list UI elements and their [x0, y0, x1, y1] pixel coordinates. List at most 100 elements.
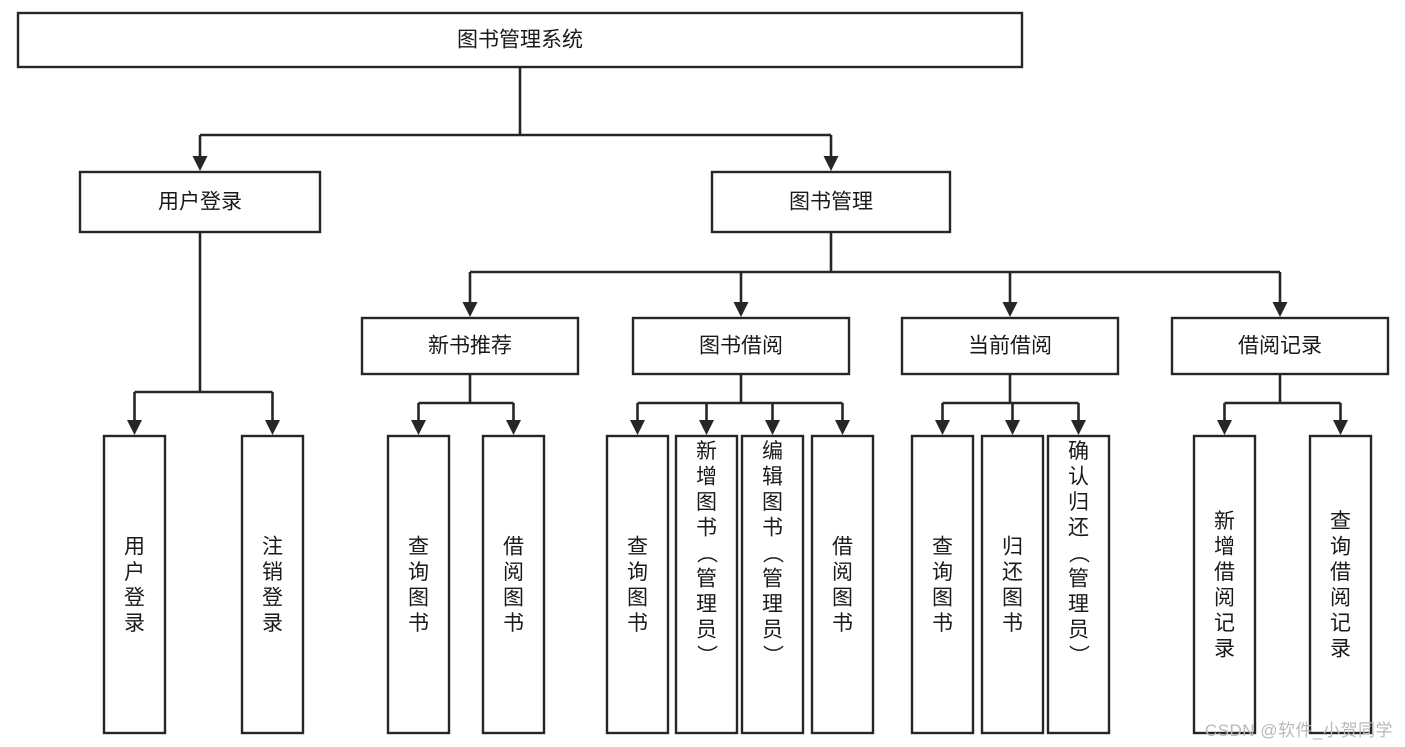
svg-text:）: ） [695, 645, 718, 666]
svg-text:查: 查 [1330, 510, 1351, 533]
node-leaf-user-login[interactable]: 用户登录 [102, 434, 167, 735]
svg-text:登: 登 [124, 586, 145, 609]
svg-text:）: ） [761, 645, 784, 666]
svg-text:用: 用 [124, 535, 145, 558]
svg-text:阅: 阅 [503, 561, 524, 584]
svg-text:询: 询 [408, 561, 429, 584]
node-box-leaf-query-book-3 [910, 434, 975, 735]
node-box-book-borrow [631, 316, 851, 376]
node-box-leaf-confirm-return-admin [1046, 434, 1111, 735]
connector-userlogin-to-leaves [127, 232, 280, 435]
arrow-head-icon [265, 420, 280, 435]
node-label-root: 图书管理系统 [457, 29, 583, 52]
svg-text:图: 图 [1002, 586, 1023, 609]
connector-bookmanage-to-level3 [462, 232, 1288, 317]
arrow-head-icon [823, 156, 839, 171]
svg-text:员: 员 [696, 619, 717, 642]
svg-text:图: 图 [627, 586, 648, 609]
node-box-leaf-user-login [102, 434, 167, 735]
arrow-head-icon [1005, 420, 1020, 435]
svg-text:理: 理 [762, 593, 783, 616]
svg-text:借: 借 [1214, 561, 1235, 584]
node-box-leaf-logout-login [240, 434, 305, 735]
svg-text:归: 归 [1002, 535, 1023, 558]
connector-root-to-level2 [192, 67, 839, 171]
svg-text:（: （ [1067, 543, 1090, 564]
node-borrow-record[interactable]: 借阅记录 [1170, 316, 1390, 376]
connector-bookborrow-to-leaves [630, 374, 850, 435]
node-label-user-login: 用户登录 [158, 191, 242, 214]
arrow-head-icon [765, 420, 780, 435]
node-box-user-login [78, 170, 322, 234]
connector-newbook-to-leaves [411, 374, 521, 435]
arrow-head-icon [1002, 302, 1018, 317]
svg-text:图: 图 [832, 586, 853, 609]
arrow-head-icon [835, 420, 850, 435]
connector-currentborrow-to-leaves [935, 374, 1086, 435]
node-box-leaf-query-book-2 [605, 434, 670, 735]
svg-text:询: 询 [627, 561, 648, 584]
node-user-login[interactable]: 用户登录 [78, 170, 322, 234]
node-box-leaf-add-borrow-record [1192, 434, 1257, 735]
svg-text:编: 编 [762, 440, 783, 463]
svg-text:询: 询 [1330, 535, 1351, 558]
svg-text:书: 书 [1002, 612, 1023, 635]
node-new-book-recommend[interactable]: 新书推荐 [360, 316, 580, 376]
arrow-head-icon [506, 420, 521, 435]
svg-text:理: 理 [1068, 593, 1089, 616]
arrow-head-icon [127, 420, 142, 435]
svg-text:员: 员 [762, 619, 783, 642]
arrow-head-icon [699, 420, 714, 435]
node-root[interactable]: 图书管理系统 [16, 11, 1024, 69]
svg-text:书: 书 [762, 517, 783, 540]
node-book-borrow[interactable]: 图书借阅 [631, 316, 851, 376]
arrow-head-icon [733, 302, 749, 317]
node-current-borrow[interactable]: 当前借阅 [900, 316, 1120, 376]
svg-text:（: （ [695, 543, 718, 564]
svg-text:记: 记 [1214, 612, 1235, 635]
svg-text:录: 录 [1330, 637, 1351, 660]
svg-text:图: 图 [408, 586, 429, 609]
svg-text:借: 借 [503, 535, 524, 558]
svg-text:管: 管 [1068, 568, 1089, 591]
svg-text:新: 新 [696, 440, 717, 463]
svg-text:户: 户 [124, 561, 145, 584]
svg-text:阅: 阅 [832, 561, 853, 584]
node-box-leaf-query-borrow-record [1308, 434, 1373, 735]
svg-text:（: （ [761, 543, 784, 564]
svg-text:书: 书 [408, 612, 429, 635]
node-box-borrow-record [1170, 316, 1390, 376]
node-layer: 图书管理系统用户登录图书管理新书推荐图书借阅当前借阅借阅记录用户登录注销登录查询… [16, 11, 1390, 735]
node-label-current-borrow: 当前借阅 [968, 335, 1052, 358]
arrow-head-icon [462, 302, 478, 317]
svg-text:记: 记 [1330, 612, 1351, 635]
node-box-leaf-borrow-book-2 [810, 434, 875, 735]
node-label-leaf-user-login: 用户登录 [124, 535, 145, 635]
node-book-manage[interactable]: 图书管理 [710, 170, 952, 234]
node-box-leaf-query-book-1 [386, 434, 451, 735]
svg-text:管: 管 [762, 568, 783, 591]
